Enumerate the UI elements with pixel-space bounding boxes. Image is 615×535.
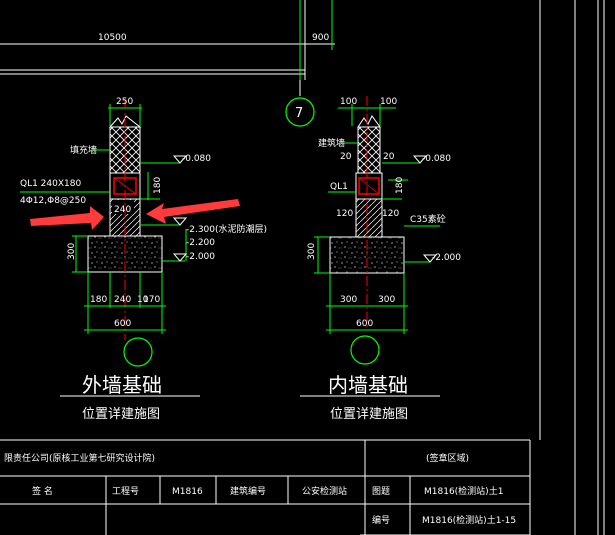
project-no: M1816 <box>172 487 203 497</box>
outer-dim-right2: 170 <box>143 295 160 305</box>
inner-beam-name: QL1 <box>330 182 348 192</box>
inner-elev-bot: -2.000 <box>432 253 461 263</box>
inner-dim-left: 300 <box>340 295 357 305</box>
outer-top-width: 250 <box>116 97 133 107</box>
number-label: 编号 <box>372 514 390 526</box>
inner-top-left: 100 <box>340 97 357 107</box>
inner-dim-right: 300 <box>378 295 395 305</box>
outer-beam-name: QL1 240X180 <box>20 179 81 189</box>
inner-footing-width: 600 <box>356 319 373 329</box>
axis-bubble-7: 7 <box>285 97 315 127</box>
callout-arrow-left <box>30 206 104 230</box>
drawing-label: 图题 <box>372 486 390 497</box>
outer-dim-right1: 10 <box>137 295 149 305</box>
outer-beam-height: 180 <box>153 177 163 194</box>
dim-span-main: 10500 <box>98 33 127 43</box>
inner-dim-120b: 120 <box>382 209 399 219</box>
outer-wall-width: 240 <box>114 205 131 215</box>
outer-lintel-tag: 填充墙 <box>70 144 97 156</box>
inner-top-right: 100 <box>380 97 397 107</box>
outer-wall-detail <box>20 100 200 397</box>
callout-arrow-right <box>146 199 240 224</box>
company-name: 限责任公司(原核工业第七研究设计院) <box>4 452 155 464</box>
outer-beam-rebar: 4Φ12,Φ8@250 <box>20 196 86 206</box>
inner-wall-detail <box>300 96 440 397</box>
inner-dim-120a: 120 <box>336 209 353 219</box>
outer-footing-width: 600 <box>114 319 131 329</box>
outer-subtitle: 位置详建施图 <box>82 407 160 422</box>
outer-footing-height: 300 <box>67 243 77 260</box>
title-block-grid <box>0 439 531 535</box>
inner-title: 内墙基础 <box>328 373 408 397</box>
building-name: 公安检测站 <box>302 485 347 497</box>
outer-elev-mid: -2.200 <box>186 238 215 248</box>
drawing-title: M1816(检测站)土1 <box>424 485 503 497</box>
sign-label: 签 名 <box>32 485 53 497</box>
inner-concrete: C35素砼 <box>410 213 446 225</box>
outer-title: 外墙基础 <box>82 373 162 397</box>
inner-dim-20a: 20 <box>340 152 352 162</box>
outer-dim-left: 180 <box>90 295 107 305</box>
project-no-label: 工程号 <box>112 486 139 497</box>
inner-footing-height: 300 <box>307 243 317 260</box>
stamp-area: (签章区域) <box>426 452 469 464</box>
outer-elev-wp: -2.300(水泥防潮层) <box>186 223 267 235</box>
outer-elev-top: -0.080 <box>182 154 211 164</box>
building-no-label: 建筑编号 <box>230 485 266 497</box>
outer-dim-center: 240 <box>114 295 131 305</box>
number-value: M1816(检测站)土1-15 <box>422 514 516 526</box>
inner-dim-20b: 20 <box>383 152 395 162</box>
dim-span-side: 900 <box>312 33 329 43</box>
inner-beam-height: 180 <box>395 177 405 194</box>
inner-elev-top: -0.080 <box>422 154 451 164</box>
axis-label: 7 <box>295 106 303 121</box>
inner-subtitle: 位置详建施图 <box>330 407 408 422</box>
outer-elev-bot: -2.000 <box>186 252 215 262</box>
inner-lintel-tag: 建筑墙 <box>318 137 345 149</box>
